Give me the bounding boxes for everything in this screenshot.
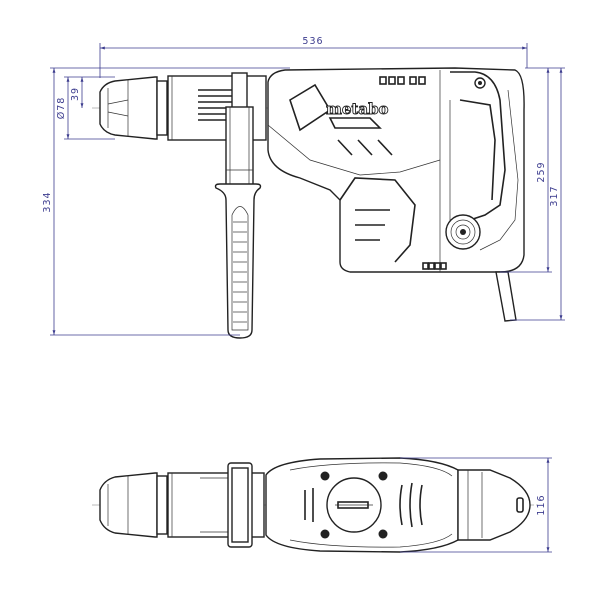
- chuck-top: [99, 472, 168, 538]
- dimension-39: 39: [70, 77, 84, 108]
- housing-top: [265, 457, 459, 553]
- dimension-label-chuck-diameter: Ø78: [56, 97, 67, 120]
- dimension-label-body-height: 259: [536, 161, 547, 182]
- rear-handle: [450, 71, 519, 251]
- dimension-label-width: 116: [536, 494, 547, 515]
- dimension-78: Ø78: [56, 76, 115, 140]
- rear-handle-top: [457, 469, 531, 541]
- top-view: [92, 457, 540, 553]
- chuck-side: [99, 76, 168, 140]
- auxiliary-handle-strap-top: [227, 462, 253, 548]
- selector-knob: [445, 214, 481, 250]
- power-cable: [495, 271, 517, 322]
- dimension-label-cable-height: 317: [549, 185, 560, 206]
- dimension-536: 536: [99, 36, 528, 78]
- housing-side: metabo: [267, 67, 525, 273]
- metabo-logo: metabo: [326, 100, 389, 118]
- dimension-116: 116: [400, 457, 552, 553]
- auxiliary-handle: [214, 72, 262, 339]
- dimension-label-length: 536: [302, 36, 323, 47]
- dimension-259: 259: [500, 67, 565, 273]
- dimension-317: 317: [510, 68, 565, 321]
- dimension-label-center-height: 39: [70, 87, 81, 101]
- dimension-334: 334: [42, 67, 290, 336]
- side-view: metabo: [92, 67, 525, 339]
- dimension-label-height: 334: [42, 191, 53, 212]
